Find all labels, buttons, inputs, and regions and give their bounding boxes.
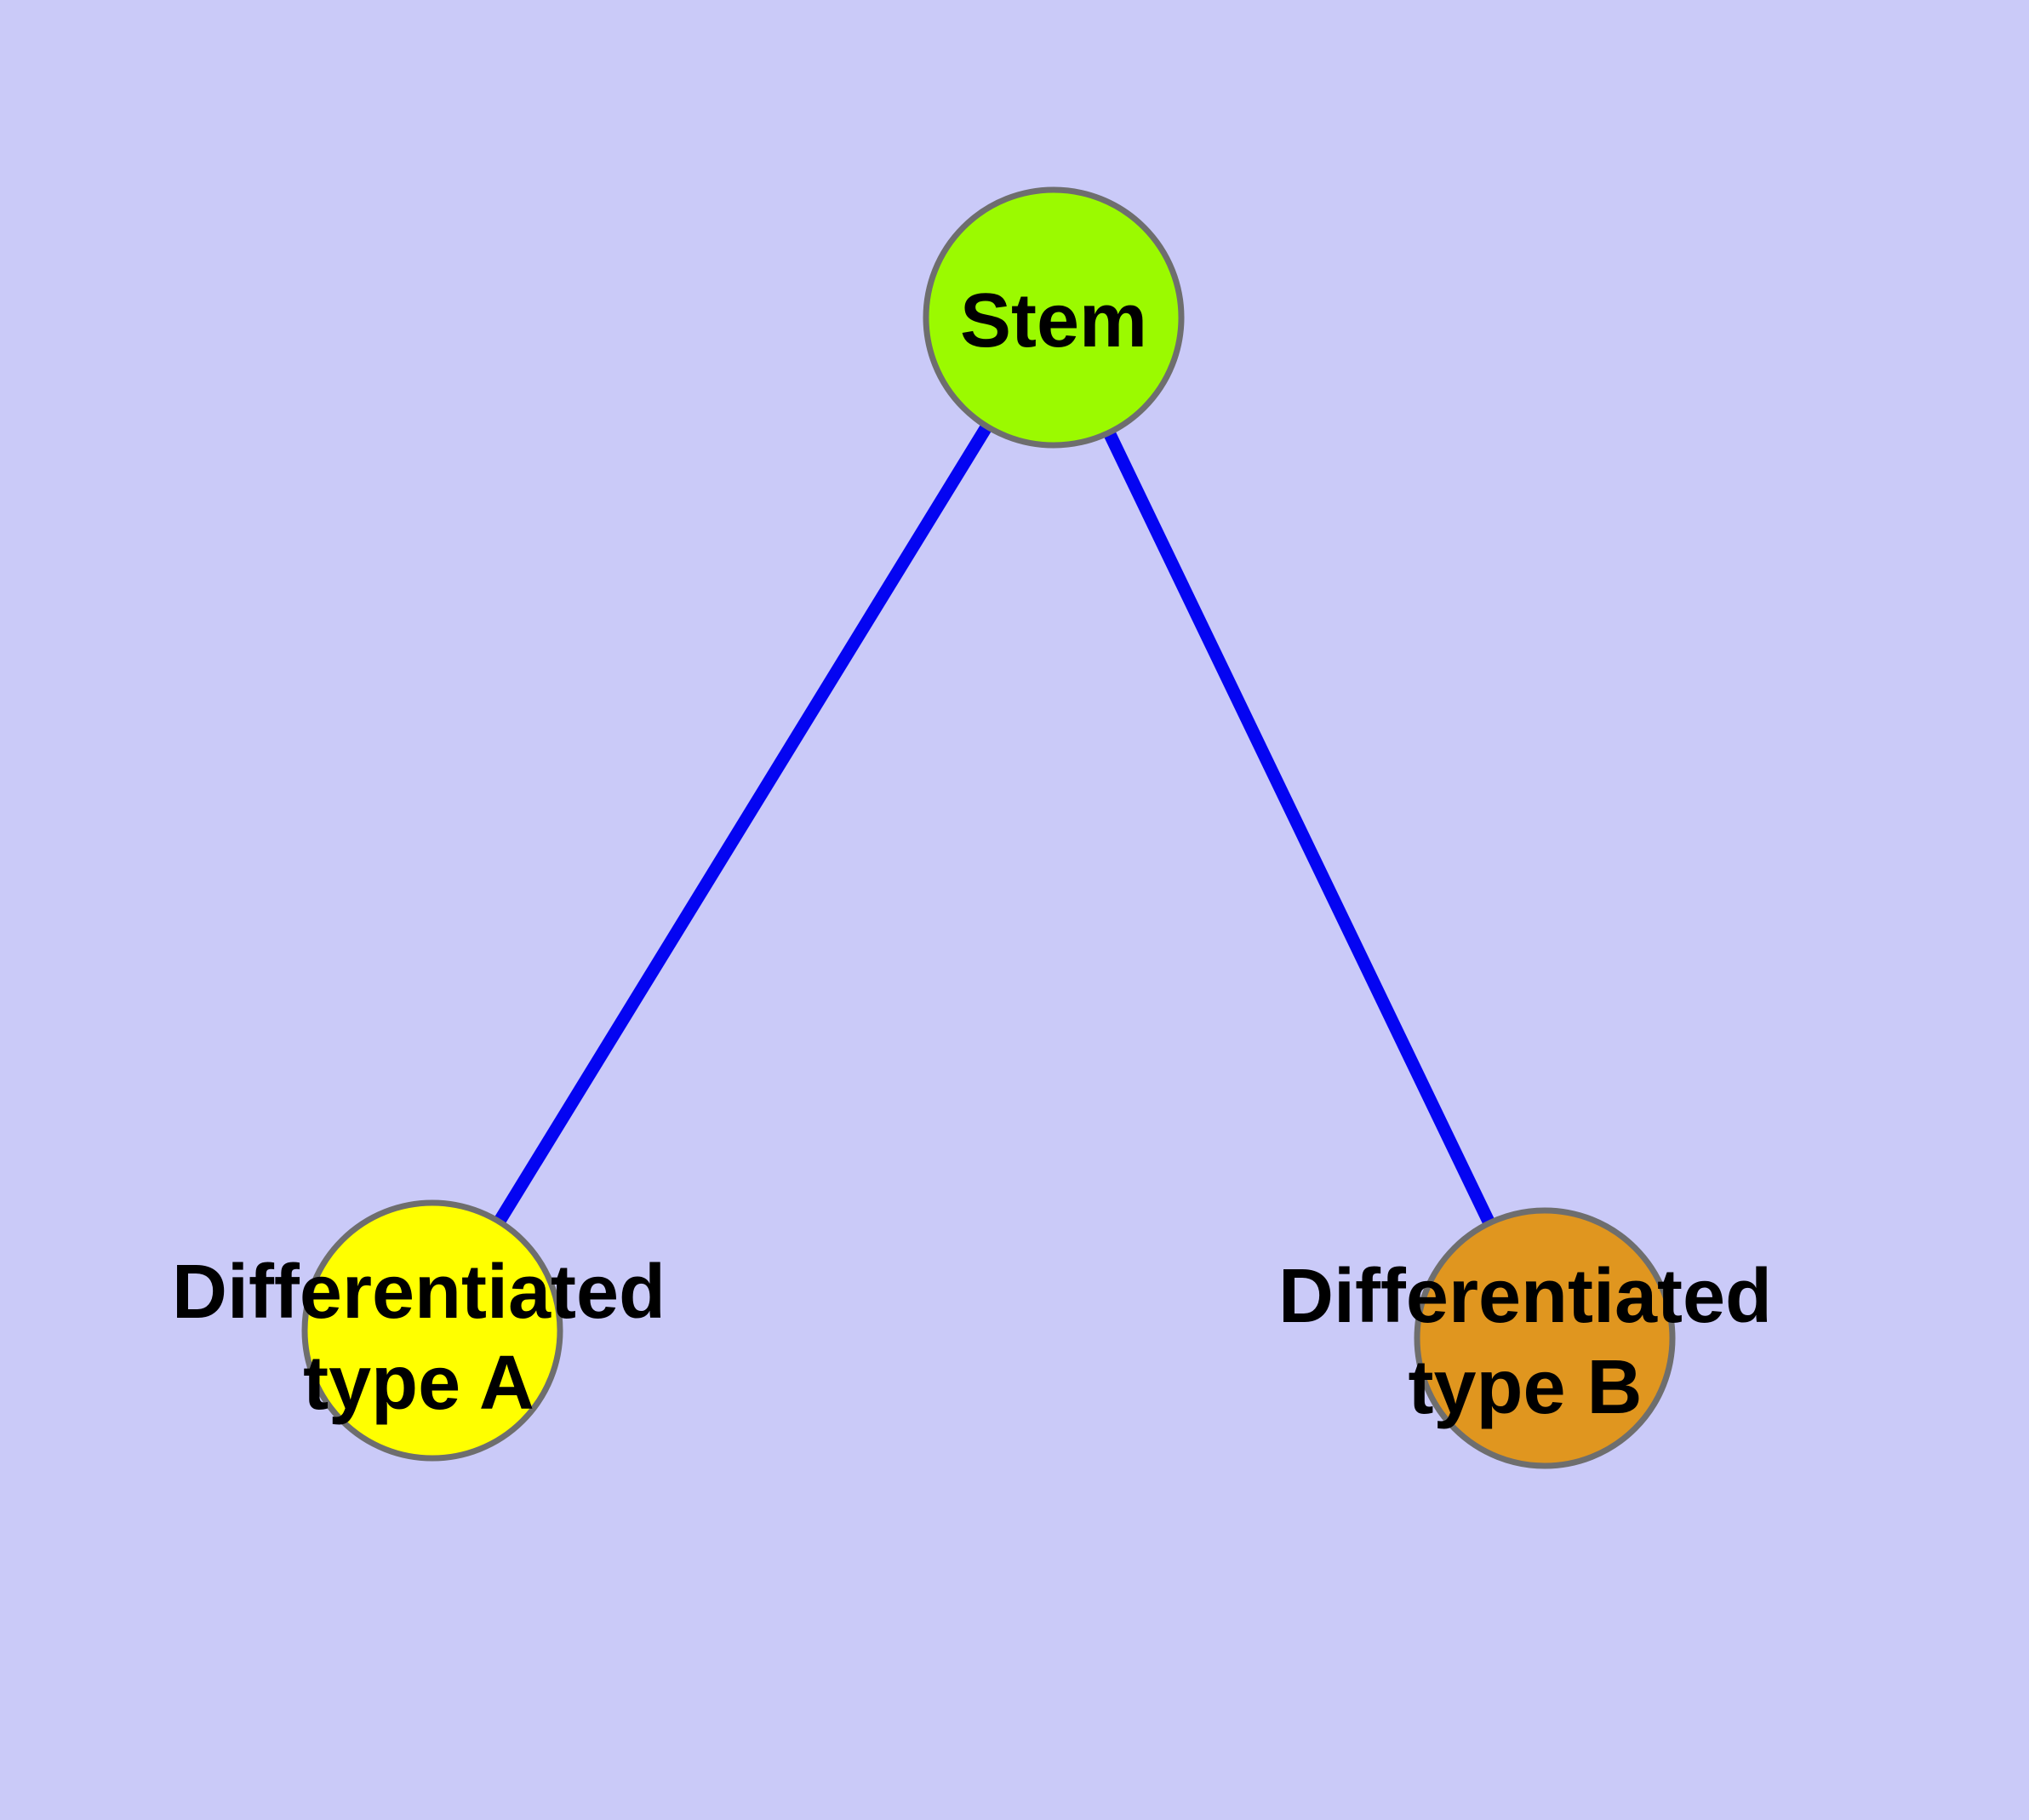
node-differentiated-type-a-circle[interactable]	[301, 1199, 563, 1462]
node-differentiated-type-b-label-line1: Differentiated	[1278, 1254, 1772, 1339]
node-differentiated-type-b[interactable]: Differentiated type B	[1278, 1207, 1772, 1469]
node-stem-circle[interactable]	[923, 186, 1185, 449]
node-stem[interactable]: Stem	[923, 186, 1185, 449]
edge-stem-to-type-b[interactable]	[1048, 314, 1551, 1342]
node-differentiated-type-a-label-line1: Differentiated	[172, 1250, 666, 1335]
node-stem-label: Stem	[960, 278, 1147, 363]
edge-layer	[426, 314, 1551, 1342]
edge-stem-to-type-a[interactable]	[426, 314, 1060, 1334]
node-differentiated-type-b-circle[interactable]	[1414, 1207, 1676, 1469]
node-differentiated-type-b-label-line2: type B	[1408, 1345, 1642, 1430]
node-differentiated-type-a[interactable]: Differentiated type A	[172, 1199, 666, 1462]
node-differentiated-type-a-label-line2: type A	[303, 1341, 534, 1426]
